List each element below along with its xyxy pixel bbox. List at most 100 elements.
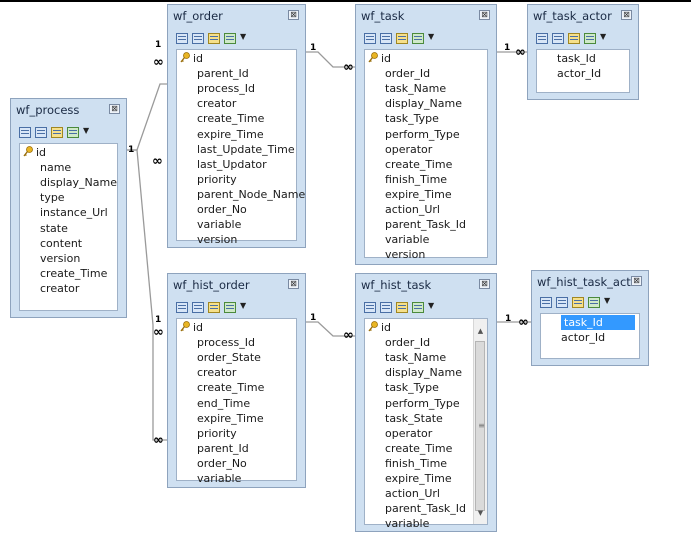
add-column-icon[interactable] [412,302,424,313]
column-row[interactable]: creator [197,96,296,111]
column-row[interactable]: version [197,232,296,247]
column-row[interactable]: task_Id [557,51,629,66]
column-row[interactable]: perform_Type [385,127,487,142]
columns-icon[interactable] [552,33,564,44]
dropdown-arrow-icon[interactable]: ▼ [600,32,607,41]
column-row[interactable]: task_Name [385,350,473,365]
column-row[interactable]: parent_Node_Name [197,187,305,202]
columns-icon[interactable] [380,302,392,313]
column-row[interactable]: task_Name [385,81,487,96]
column-row[interactable]: create_Time [197,380,296,395]
table-icon[interactable] [176,302,188,313]
column-row[interactable]: variable [385,232,487,247]
column-row[interactable]: operator [385,142,487,157]
dropdown-arrow-icon[interactable]: ▼ [240,301,247,310]
columns-icon[interactable] [192,33,204,44]
key-icon[interactable] [396,33,408,44]
column-row[interactable]: expire_Time [197,411,296,426]
column-row[interactable]: order_State [197,350,296,365]
column-row[interactable]: id [36,145,117,160]
table-icon[interactable] [364,33,376,44]
table-title-bar[interactable]: wf_hist_task⊠ [356,274,496,296]
column-row[interactable]: operator [385,426,473,441]
dropdown-arrow-icon[interactable]: ▼ [240,32,247,41]
key-icon[interactable] [51,127,63,138]
column-row[interactable]: name [40,160,117,175]
column-row[interactable]: parent_Id [197,66,296,81]
column-row[interactable]: process_Id [197,81,296,96]
dropdown-arrow-icon[interactable]: ▼ [604,296,611,305]
table-title-bar[interactable]: wf_order⊠ [168,5,305,27]
scroll-up-icon[interactable]: ▲ [477,327,484,335]
table-title-bar[interactable]: wf_task⊠ [356,5,496,27]
column-row[interactable]: finish_Time [385,172,487,187]
column-row[interactable]: version [385,247,487,262]
column-row[interactable]: create_Time [385,441,473,456]
add-column-icon[interactable] [67,127,79,138]
column-row[interactable]: actor_Id [561,330,639,345]
column-row[interactable]: id [381,51,487,66]
close-icon[interactable]: ⊠ [621,10,632,20]
table-title-bar[interactable]: wf_hist_order⊠ [168,274,305,296]
column-row[interactable]: parent_Task_Id [385,217,487,232]
column-row[interactable]: instance_Url [40,205,117,220]
key-icon[interactable] [572,297,584,308]
column-row[interactable]: display_Name [385,96,487,111]
column-row[interactable]: variable [197,471,296,486]
key-icon[interactable] [208,302,220,313]
add-column-icon[interactable] [588,297,600,308]
column-row[interactable]: task_Type [385,111,487,126]
table-icon[interactable] [176,33,188,44]
column-row[interactable]: creator [197,365,296,380]
column-row[interactable]: last_Update_Time [197,142,296,157]
column-row[interactable]: task_Id [561,315,635,330]
key-icon[interactable] [568,33,580,44]
columns-icon[interactable] [35,127,47,138]
column-row[interactable]: expire_Time [385,471,473,486]
columns-icon[interactable] [556,297,568,308]
column-row[interactable]: priority [197,172,296,187]
table-icon[interactable] [536,33,548,44]
column-row[interactable]: expire_Time [385,187,487,202]
column-row[interactable]: expire_Time [197,127,296,142]
column-row[interactable]: type [40,190,117,205]
column-row[interactable]: version [40,251,117,266]
column-row[interactable]: last_Updator [197,157,296,172]
column-row[interactable]: parent_Id [197,441,296,456]
column-row[interactable]: priority [197,426,296,441]
scrollbar-thumb[interactable]: ≡ [475,341,485,511]
columns-icon[interactable] [192,302,204,313]
table-icon[interactable] [364,302,376,313]
column-row[interactable]: state [40,221,117,236]
table-icon[interactable] [540,297,552,308]
close-icon[interactable]: ⊠ [631,276,642,286]
table-title-bar[interactable]: wf_process⊠ [11,99,126,121]
column-row[interactable]: parent_Task_Id [385,501,473,516]
column-row[interactable]: order_Id [385,66,487,81]
column-row[interactable]: variable [197,217,296,232]
column-row[interactable]: create_Time [40,266,117,281]
column-row[interactable]: perform_Type [385,396,473,411]
dropdown-arrow-icon[interactable]: ▼ [83,126,90,135]
table-title-bar[interactable]: wf_hist_task_act...⊠ [532,271,648,293]
column-row[interactable]: end_Time [197,396,296,411]
add-column-icon[interactable] [224,302,236,313]
column-row[interactable]: id [381,320,473,335]
dropdown-arrow-icon[interactable]: ▼ [428,301,435,310]
column-row[interactable]: variable [385,516,473,531]
column-row[interactable]: creator [40,281,117,296]
column-row[interactable]: display_Name [385,365,473,380]
column-row[interactable]: id [193,320,296,335]
add-column-icon[interactable] [224,33,236,44]
column-row[interactable]: task_Type [385,380,473,395]
table-icon[interactable] [19,127,31,138]
